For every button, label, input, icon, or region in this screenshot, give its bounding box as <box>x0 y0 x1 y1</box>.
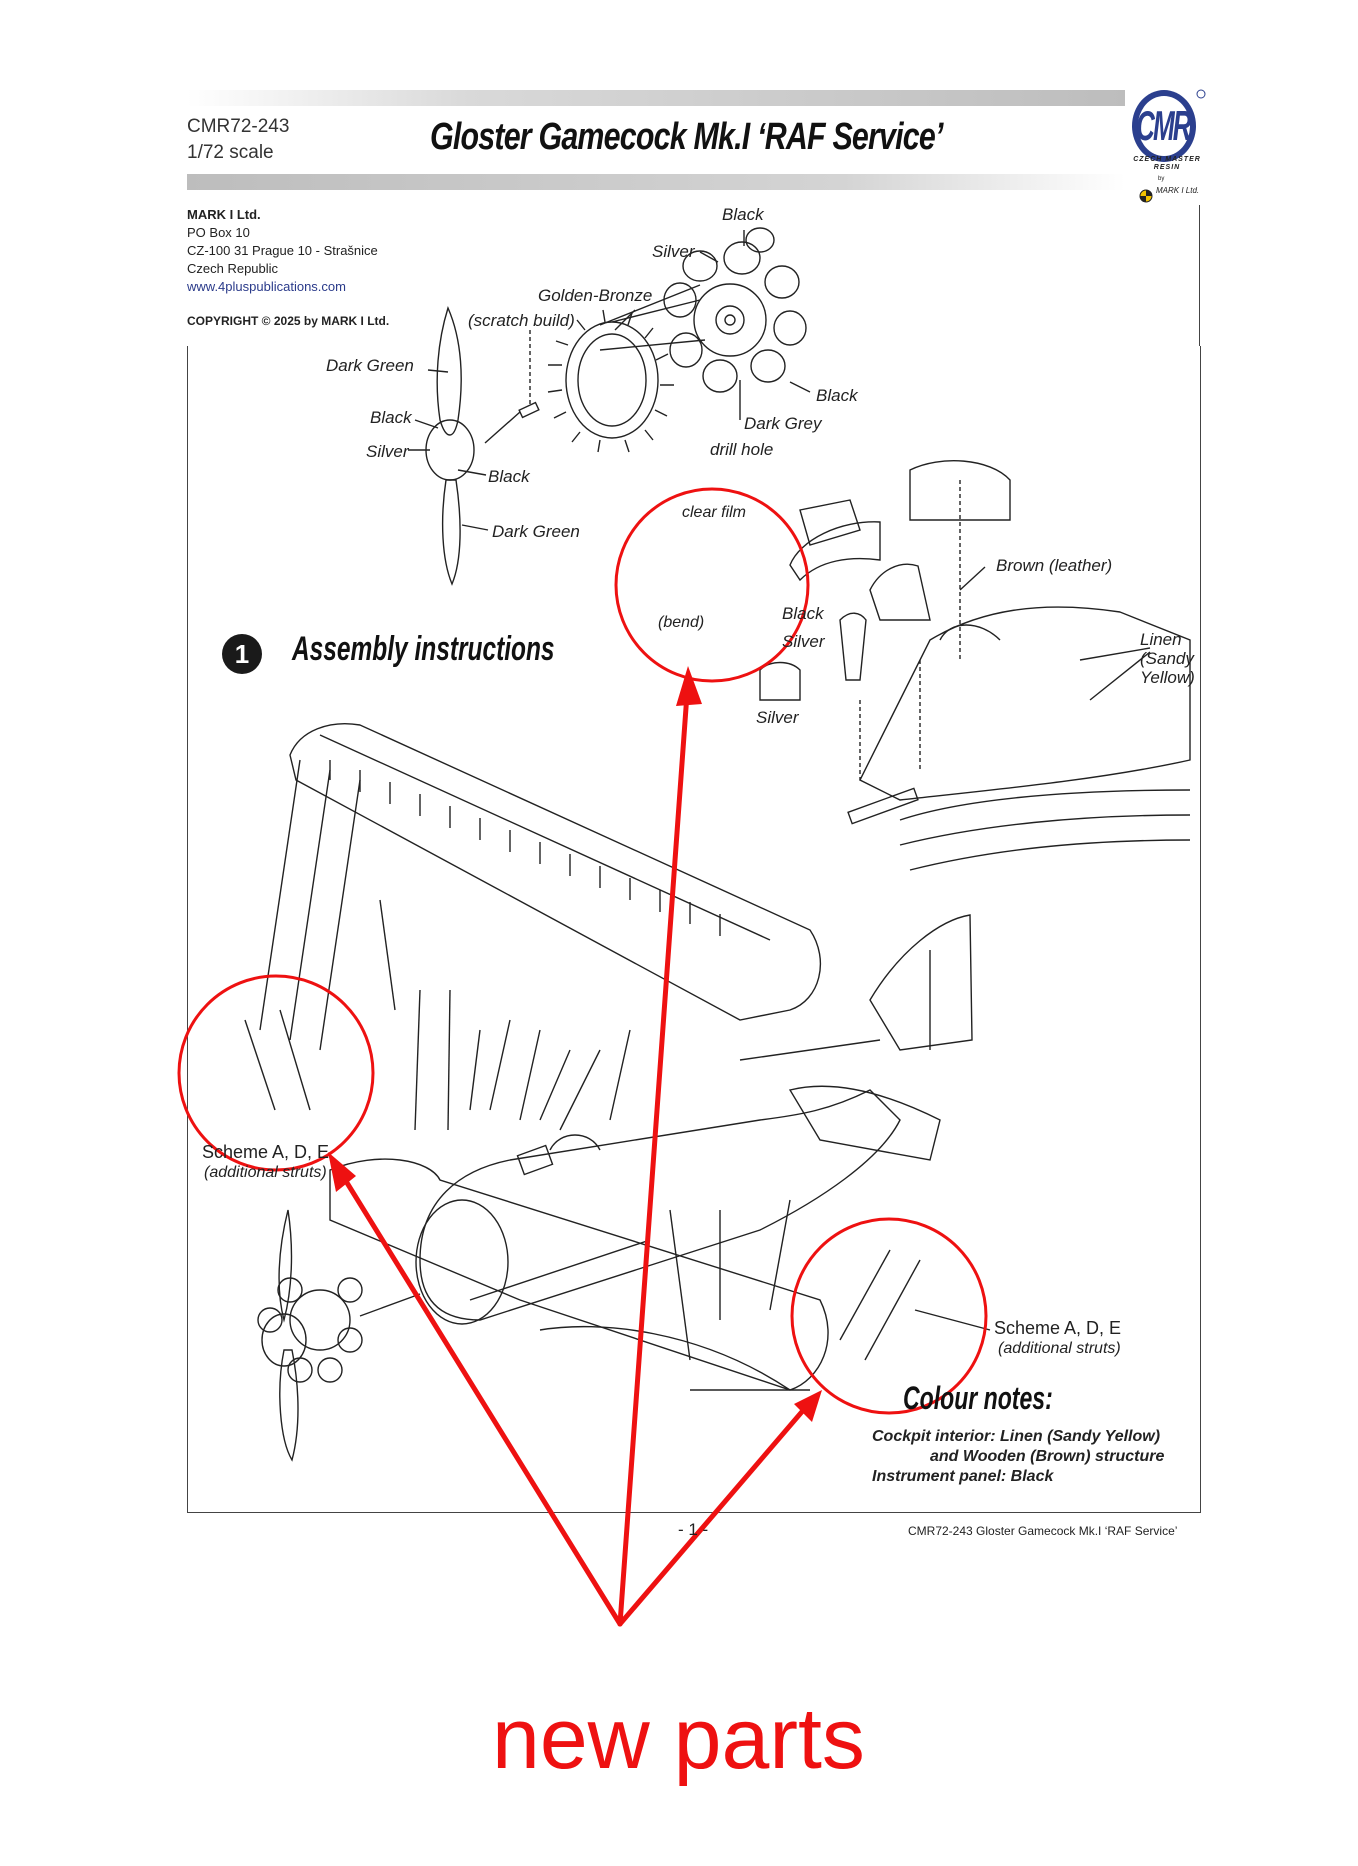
logo-by: by <box>1158 176 1165 182</box>
circle-right-struts <box>790 1217 988 1415</box>
circle-left-struts <box>177 974 375 1172</box>
label-silver-top: Silver <box>652 242 695 261</box>
step-number: 1 <box>222 634 262 674</box>
label-brown-leather: Brown (leather) <box>996 556 1113 575</box>
label-prop-black-lower: Black <box>488 467 530 486</box>
cockpit-parts <box>759 460 1191 871</box>
label-cockpit-silver-1: Silver <box>782 632 825 651</box>
page-number: - 1 - <box>678 1520 709 1539</box>
label-prop-dark-green-top: Dark Green <box>326 356 414 375</box>
label-drill-hole: drill hole <box>710 440 774 459</box>
page-title: Gloster Gamecock Mk.I ‘RAF Service’ <box>430 116 943 158</box>
label-bend: (bend) <box>658 614 705 631</box>
label-linen-2: (Sandy <box>1140 649 1194 668</box>
annotation-overlay <box>177 487 988 1627</box>
label-linen-1: Linen <box>1140 630 1182 649</box>
step-title: Assembly instructions <box>292 630 555 668</box>
label-dark-grey: Dark Grey <box>744 414 822 433</box>
logo-subtitle: CZECH MASTER RESIN <box>1133 156 1201 171</box>
label-golden-bronze: Golden-Bronze <box>538 286 653 305</box>
logo-mark: MARK I Ltd. <box>1156 186 1200 195</box>
scheme-left-sub: (additional struts) <box>204 1164 327 1181</box>
publisher-address1: PO Box 10 <box>187 225 250 240</box>
logo-text: CMR <box>1136 102 1192 149</box>
scheme-right-title: Scheme A, D, E <box>994 1318 1122 1338</box>
header-bottom-bar <box>187 174 1125 190</box>
tail-assembly <box>739 914 973 1161</box>
label-prop-silver: Silver <box>366 442 409 461</box>
arrow-to-left-struts <box>333 1162 623 1627</box>
scheme-left-title: Scheme A, D, E <box>202 1142 330 1162</box>
annotation-new-parts: new parts <box>492 1691 865 1787</box>
product-code: CMR72-243 <box>187 116 290 137</box>
label-cockpit-black: Black <box>782 604 824 623</box>
footer-title: CMR72-243 Gloster Gamecock Mk.I ‘RAF Ser… <box>908 1524 1178 1538</box>
label-prop-dark-green-bottom: Dark Green <box>492 522 580 541</box>
cmr-logo-icon <box>1132 89 1206 203</box>
radial-engine <box>663 227 807 393</box>
fuselage <box>415 1089 901 1325</box>
scheme-right-sub: (additional struts) <box>998 1340 1121 1357</box>
colour-note-line2: and Wooden (Brown) structure <box>930 1448 1165 1465</box>
propeller-shaft <box>518 401 540 419</box>
colour-note-line3: Instrument panel: Black <box>872 1468 1054 1485</box>
propeller-blade-bottom <box>441 479 461 586</box>
content-frame-top <box>1185 205 1200 346</box>
colour-note-line1: Cockpit interior: Linen (Sandy Yellow) <box>872 1428 1161 1445</box>
product-scale: 1/72 scale <box>187 142 274 163</box>
publisher-url[interactable]: www.4pluspublications.com <box>187 279 346 294</box>
colour-notes-title: Colour notes: <box>903 1380 1053 1416</box>
cowling-ring <box>565 321 659 439</box>
publisher-address2: CZ-100 31 Prague 10 - Strašnice <box>187 243 378 258</box>
cmr-logo: CMR CZECH MASTER RESIN by MARK I Ltd. <box>1128 88 1208 208</box>
copyright: COPYRIGHT © 2025 by MARK I Ltd. <box>187 314 390 328</box>
propeller-blade-top <box>436 306 462 436</box>
circle-clear-film <box>614 487 810 683</box>
label-linen-3: Yellow) <box>1140 668 1195 687</box>
arrow-to-clear-film <box>617 677 691 1627</box>
label-black-top: Black <box>722 205 764 224</box>
label-scratch-build: (scratch build) <box>468 311 575 330</box>
publisher-name: MARK I Ltd. <box>187 207 261 222</box>
label-black-right: Black <box>816 386 858 405</box>
content-frame <box>187 346 1201 1513</box>
publisher-block: MARK I Ltd. PO Box 10 CZ-100 31 Prague 1… <box>187 206 378 296</box>
front-engine-propeller <box>257 1209 421 1462</box>
arrow-to-right-struts <box>617 1397 815 1627</box>
upper-wing <box>289 723 822 1021</box>
publisher-country: Czech Republic <box>187 261 279 276</box>
interplane-struts <box>244 759 921 1361</box>
lower-wing <box>329 1158 829 1391</box>
label-linen-block: Linen (Sandy Yellow) <box>1140 630 1195 687</box>
header-top-bar <box>187 90 1125 106</box>
label-cockpit-silver-2: Silver <box>756 708 799 727</box>
label-clear-film: clear film <box>682 504 747 521</box>
label-prop-black-upper: Black <box>370 408 412 427</box>
